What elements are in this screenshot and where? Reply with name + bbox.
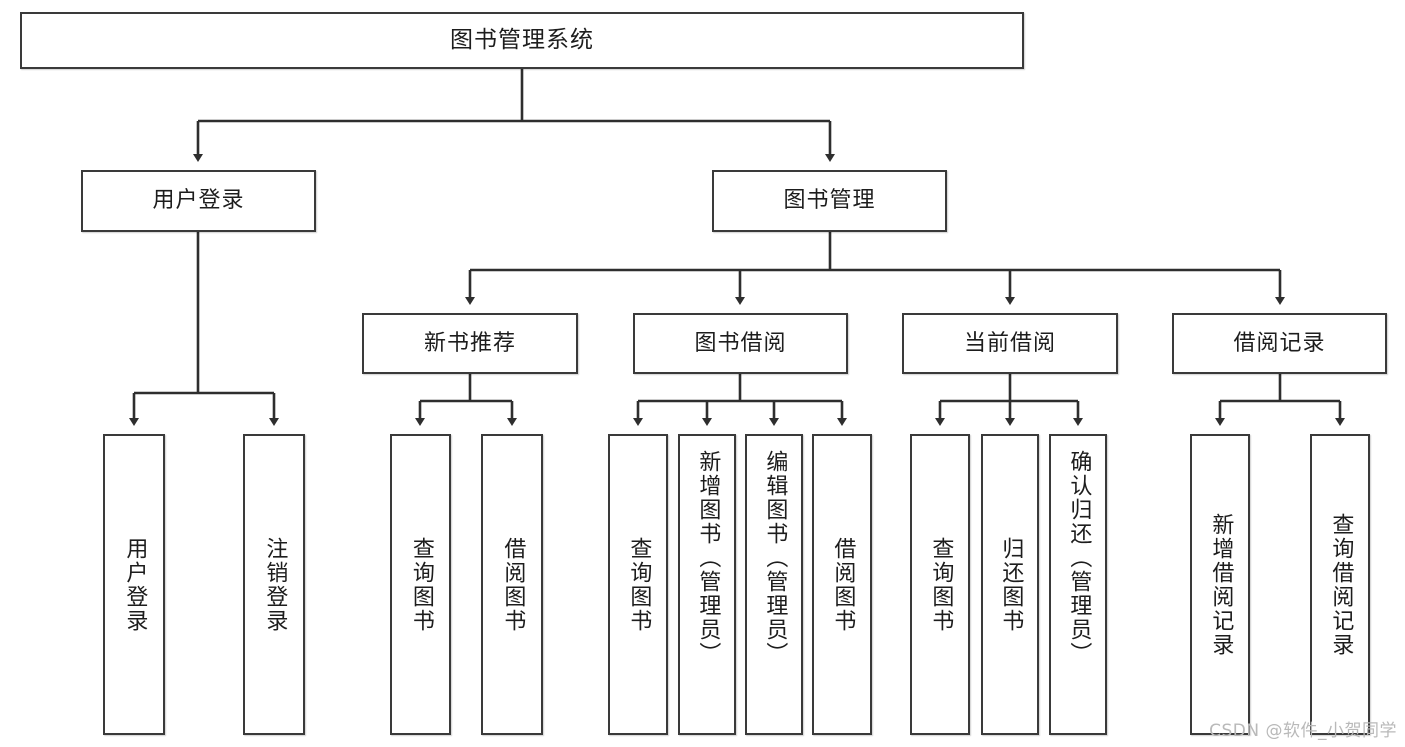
node-book-borrow[interactable]: 图书借阅 xyxy=(633,313,848,374)
node-label: 查询图书 xyxy=(928,536,954,633)
node-borrow-record[interactable]: 借阅记录 xyxy=(1172,313,1387,374)
node-label: 确认归还（管理员） xyxy=(1066,450,1092,666)
leaf-node[interactable]: 查询图书 xyxy=(390,434,451,735)
node-new-book-recommend[interactable]: 新书推荐 xyxy=(362,313,578,374)
node-label: 图书管理系统 xyxy=(450,27,594,53)
leaf-node[interactable]: 新增图书（管理员） xyxy=(678,434,736,735)
node-label: 注销登录 xyxy=(262,536,288,633)
node-label: 借阅记录 xyxy=(1233,330,1326,356)
node-label: 图书借阅 xyxy=(694,330,787,356)
leaf-node[interactable]: 借阅图书 xyxy=(481,434,543,735)
node-book-management[interactable]: 图书管理 xyxy=(712,170,947,232)
node-label: 借阅图书 xyxy=(500,536,526,633)
node-current-borrow[interactable]: 当前借阅 xyxy=(902,313,1118,374)
leaf-node[interactable]: 新增借阅记录 xyxy=(1190,434,1250,735)
leaf-node[interactable]: 注销登录 xyxy=(243,434,305,735)
node-label: 编辑图书（管理员） xyxy=(762,450,788,666)
leaf-node[interactable]: 归还图书 xyxy=(981,434,1039,735)
leaf-node[interactable]: 查询借阅记录 xyxy=(1310,434,1370,735)
node-label: 新书推荐 xyxy=(423,330,516,356)
node-label: 归还图书 xyxy=(998,536,1024,633)
node-label: 查询借阅记录 xyxy=(1328,512,1354,657)
node-label: 查询图书 xyxy=(408,536,434,633)
node-label: 新增图书（管理员） xyxy=(695,450,721,666)
leaf-node[interactable]: 查询图书 xyxy=(910,434,970,735)
leaf-node[interactable]: 编辑图书（管理员） xyxy=(745,434,803,735)
node-label: 用户登录 xyxy=(122,536,148,633)
node-label: 当前借阅 xyxy=(963,330,1056,356)
node-label: 用户登录 xyxy=(152,188,245,213)
node-label: 查询图书 xyxy=(626,536,652,633)
leaf-node[interactable]: 确认归还（管理员） xyxy=(1049,434,1107,735)
leaf-node[interactable]: 用户登录 xyxy=(103,434,165,735)
node-root-system[interactable]: 图书管理系统 xyxy=(20,12,1024,69)
node-label: 借阅图书 xyxy=(830,536,856,633)
leaf-node[interactable]: 查询图书 xyxy=(608,434,668,735)
leaf-node[interactable]: 借阅图书 xyxy=(812,434,872,735)
node-label: 图书管理 xyxy=(783,188,876,213)
node-user-login[interactable]: 用户登录 xyxy=(81,170,316,232)
node-label: 新增借阅记录 xyxy=(1208,512,1234,657)
watermark: CSDN @软件_小贺同学 xyxy=(1209,721,1397,741)
